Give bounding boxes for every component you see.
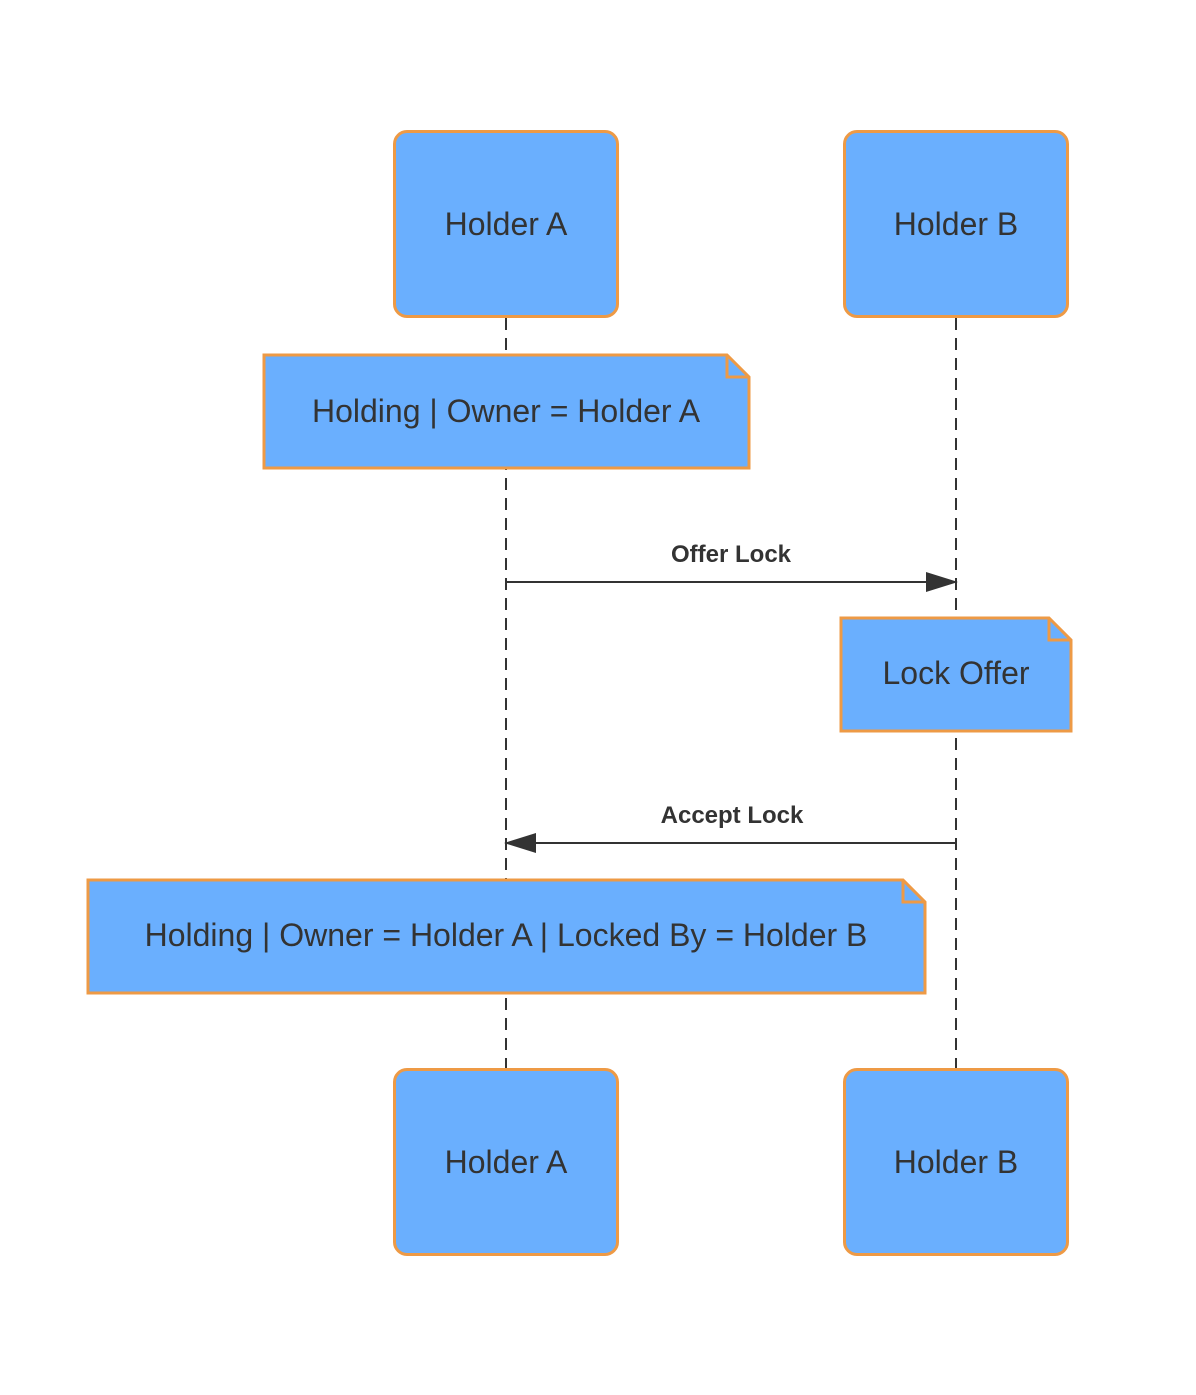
participant-holder-a-top: Holder A: [393, 130, 619, 318]
participant-holder-b-top-label: Holder B: [893, 205, 1019, 242]
note-lock-offer-text: Lock Offer: [882, 655, 1029, 691]
message-accept-lock: Accept Lock: [504, 802, 956, 853]
note-lock-offer: Lock Offer: [839, 616, 1073, 733]
message-accept-lock-label: Accept Lock: [661, 802, 804, 829]
participant-holder-b-top: Holder B: [843, 130, 1069, 318]
participant-holder-b-bottom-label: Holder B: [893, 1143, 1019, 1180]
participant-holder-a-top-label: Holder A: [444, 205, 568, 242]
note-holding-owner: Holding | Owner = Holder A: [262, 353, 751, 470]
note-holding-locked-text: Holding | Owner = Holder A | Locked By =…: [145, 917, 868, 953]
note-holding-owner-text: Holding | Owner = Holder A: [312, 393, 701, 429]
message-offer-lock-label: Offer Lock: [671, 541, 792, 568]
note-holding-locked: Holding | Owner = Holder A | Locked By =…: [86, 878, 927, 995]
participant-holder-b-bottom: Holder B: [843, 1068, 1069, 1256]
participant-holder-a-bottom: Holder A: [393, 1068, 619, 1256]
message-offer-lock: Offer Lock: [506, 541, 958, 592]
participant-holder-a-bottom-label: Holder A: [444, 1143, 568, 1180]
